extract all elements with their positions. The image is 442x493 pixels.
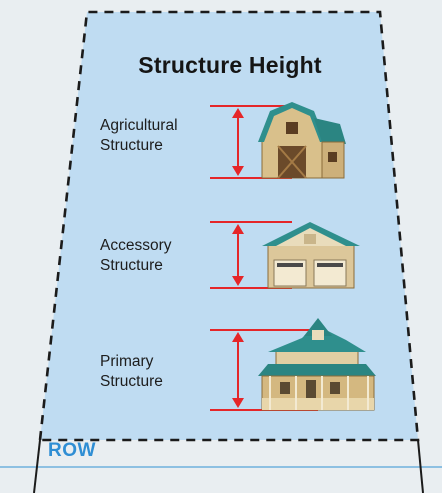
barn-icon <box>258 102 346 179</box>
label-agricultural-structure: Agricultural Structure <box>100 116 178 156</box>
label-line: Structure <box>100 257 163 274</box>
farmhouse-icon <box>258 318 376 411</box>
label-accessory-structure: Accessory Structure <box>100 236 172 276</box>
label-line: Primary <box>100 353 154 370</box>
row-label: ROW <box>48 440 96 461</box>
label-primary-structure: Primary Structure <box>100 352 163 392</box>
label-line: Accessory <box>100 237 172 254</box>
boundary-extension-left <box>33 439 41 493</box>
label-line: Structure <box>100 373 163 390</box>
label-line: Agricultural <box>100 117 178 134</box>
garage-icon <box>262 222 360 289</box>
setback-boundary <box>38 10 420 442</box>
diagram-title: Structure Height <box>138 52 322 78</box>
label-line: Structure <box>100 137 163 154</box>
boundary-extension-right <box>417 439 424 493</box>
